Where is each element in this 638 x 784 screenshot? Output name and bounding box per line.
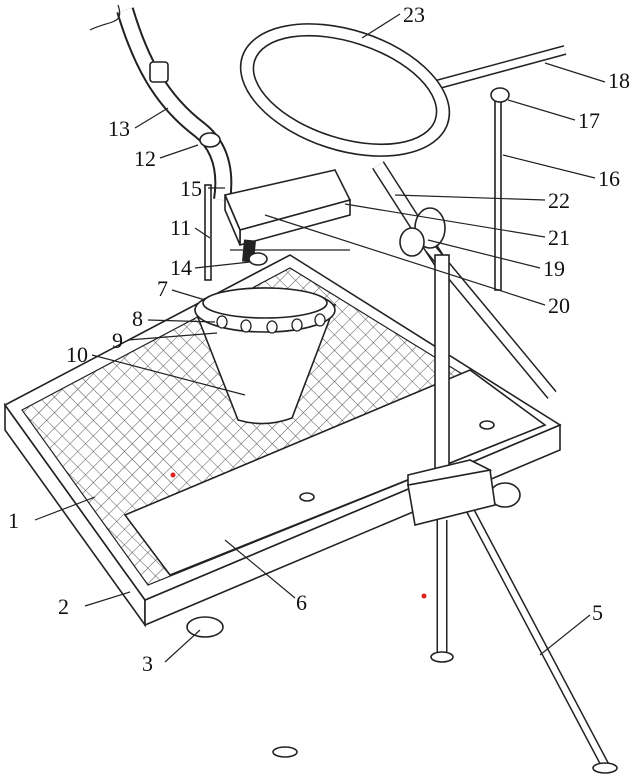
label-9: 9 — [112, 328, 123, 353]
leader-lines — [34, 13, 606, 663]
magnifier-ring — [239, 23, 557, 399]
label-2: 2 — [58, 594, 69, 619]
label-13: 13 — [108, 116, 130, 141]
label-6: 6 — [296, 590, 307, 615]
label-20: 20 — [548, 293, 570, 318]
label-7: 7 — [157, 276, 168, 301]
label-8: 8 — [132, 306, 143, 331]
label-16: 16 — [598, 166, 620, 191]
label-10: 10 — [66, 342, 88, 367]
funnel — [193, 287, 337, 425]
label-1: 1 — [8, 508, 19, 533]
label-5: 5 — [592, 600, 603, 625]
tripod — [272, 507, 618, 774]
label-17: 17 — [578, 108, 600, 133]
label-23: 23 — [403, 2, 425, 27]
label-3: 3 — [142, 651, 153, 676]
label-15: 15 — [180, 176, 202, 201]
label-22: 22 — [548, 188, 570, 213]
label-19: 19 — [543, 256, 565, 281]
stand-pole — [407, 254, 496, 599]
label-11: 11 — [170, 215, 192, 240]
label-14: 14 — [170, 255, 192, 280]
label-21: 21 — [548, 225, 570, 250]
label-18: 18 — [608, 68, 630, 93]
label-12: 12 — [134, 146, 156, 171]
